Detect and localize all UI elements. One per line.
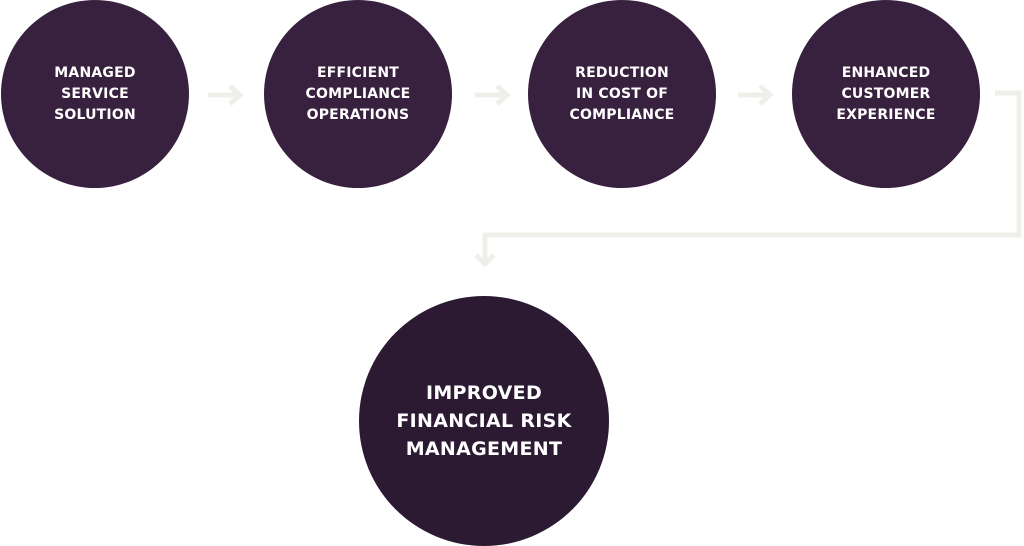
step-label: REDUCTION IN COST OF COMPLIANCE (569, 64, 675, 123)
step-label: EFFICIENT COMPLIANCE OPERATIONS (305, 64, 411, 123)
step-efficient-compliance-operations: EFFICIENT COMPLIANCE OPERATIONS (264, 0, 452, 188)
step-reduction-in-cost-of-compliance: REDUCTION IN COST OF COMPLIANCE (528, 0, 716, 188)
step-label: MANAGED SERVICE SOLUTION (54, 64, 136, 123)
arrow-right-icon (738, 84, 774, 106)
arrow-right-icon (208, 84, 244, 106)
step-enhanced-customer-experience: ENHANCED CUSTOMER EXPERIENCE (792, 0, 980, 188)
step-managed-service-solution: MANAGED SERVICE SOLUTION (1, 0, 189, 188)
arrow-down-connector-icon (474, 90, 1022, 268)
result-improved-financial-risk-management: IMPROVED FINANCIAL RISK MANAGEMENT (359, 296, 609, 546)
result-label: IMPROVED FINANCIAL RISK MANAGEMENT (396, 382, 572, 460)
step-label: ENHANCED CUSTOMER EXPERIENCE (836, 64, 936, 123)
arrow-right-icon (475, 84, 511, 106)
